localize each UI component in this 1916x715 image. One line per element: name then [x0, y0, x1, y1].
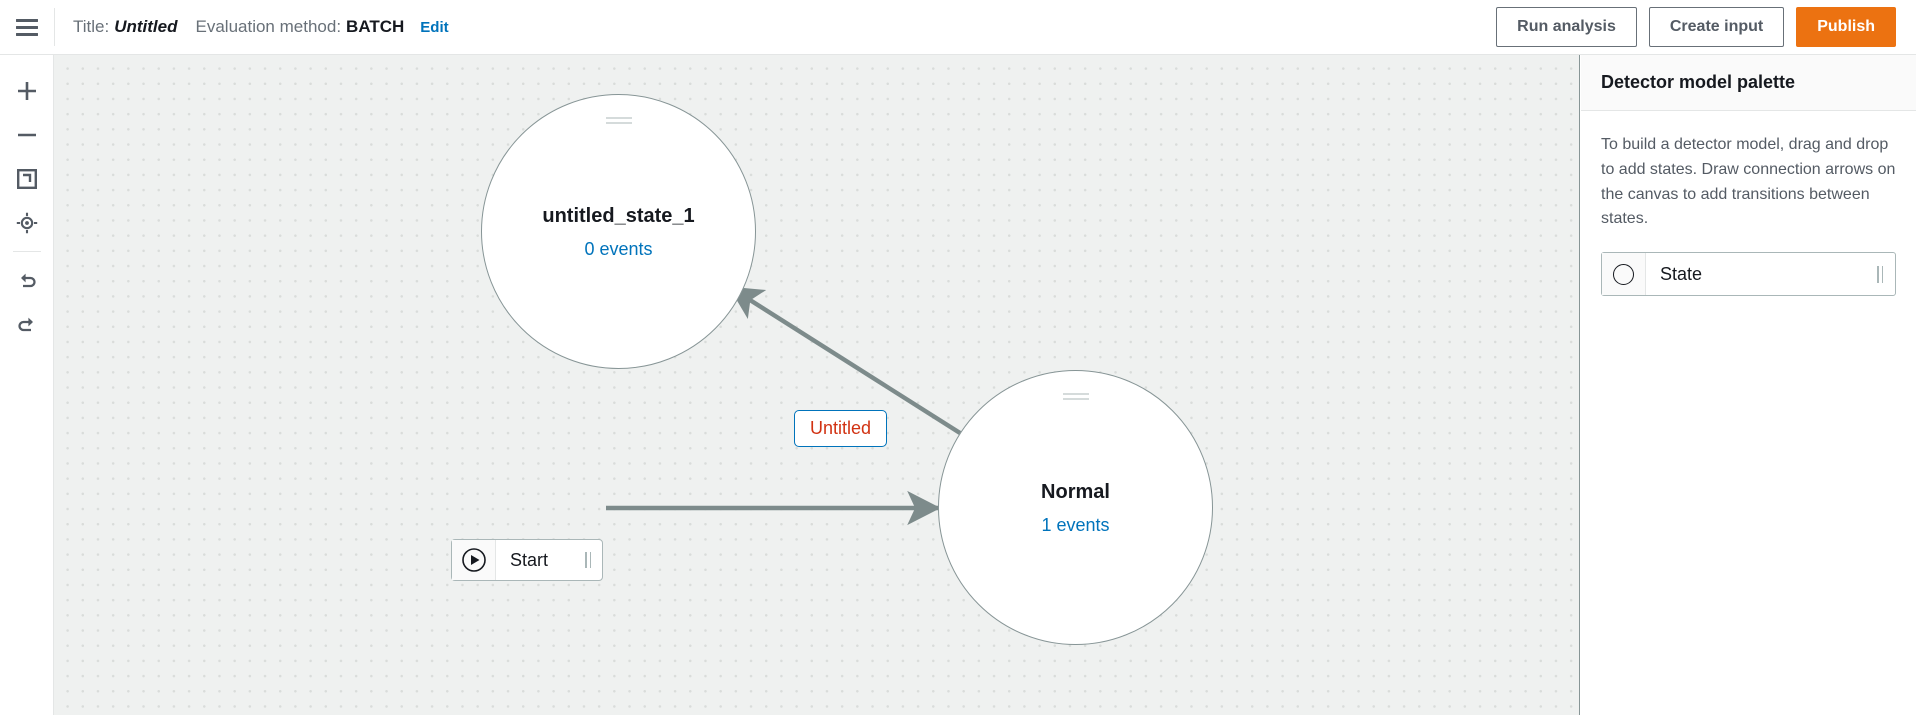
grip-line — [1062, 398, 1089, 400]
state-events-link[interactable]: 0 events — [584, 238, 653, 259]
palette-title: Detector model palette — [1601, 72, 1796, 92]
hamburger-icon[interactable] — [0, 0, 54, 54]
circle-icon — [1602, 253, 1646, 296]
title-label: Title: — [73, 17, 110, 36]
grip-line — [1877, 265, 1879, 283]
grip-line — [1062, 393, 1089, 395]
header-actions: Run analysis Create input Publish — [1496, 7, 1896, 47]
circle-shape — [1613, 263, 1634, 285]
state-node-untitled-state-1[interactable]: untitled_state_1 0 events — [481, 94, 756, 369]
palette-drag-handle[interactable] — [1865, 253, 1895, 295]
edit-link[interactable]: Edit — [420, 19, 449, 36]
hamburger-bar — [16, 18, 38, 22]
canvas-edges — [606, 286, 962, 526]
grip-line — [585, 552, 587, 568]
top-bar: Title: Untitled Evaluation method: BATCH… — [0, 0, 1916, 55]
start-drag-handle[interactable] — [574, 540, 602, 580]
zoom-out-icon[interactable] — [5, 113, 49, 157]
toolbar-divider — [12, 251, 41, 252]
state-drag-handle[interactable] — [1062, 393, 1089, 400]
play-circle-icon — [452, 540, 496, 580]
state-name: untitled_state_1 — [542, 204, 695, 227]
title-value: Untitled — [114, 17, 178, 36]
create-input-button[interactable]: Create input — [1648, 7, 1785, 47]
palette-header: Detector model palette — [1581, 55, 1916, 111]
grip-line — [589, 552, 591, 568]
header-divider — [54, 8, 55, 46]
start-node[interactable]: Start — [451, 539, 603, 581]
transition-label-untitled[interactable]: Untitled — [794, 410, 888, 447]
detector-model-palette-panel: Detector model palette To build a detect… — [1581, 55, 1916, 715]
palette-body: To build a detector model, drag and drop… — [1581, 111, 1916, 297]
palette-item-label: State — [1660, 263, 1703, 284]
state-name: Normal — [1041, 480, 1110, 503]
redo-icon[interactable] — [5, 302, 49, 346]
run-analysis-button[interactable]: Run analysis — [1496, 7, 1637, 47]
state-node-normal[interactable]: Normal 1 events — [938, 370, 1213, 645]
header-title-area: Title: Untitled Evaluation method: BATCH… — [73, 17, 449, 37]
grip-line — [605, 117, 632, 119]
grip-line — [605, 122, 632, 124]
canvas-toolbar — [0, 55, 54, 715]
transition-normal-to-untitled-state-1 — [728, 286, 962, 435]
fit-to-screen-icon[interactable] — [5, 157, 49, 201]
start-node-label: Start — [510, 549, 549, 570]
center-target-icon[interactable] — [5, 201, 49, 245]
hamburger-bar — [16, 32, 38, 36]
evaluation-method-label: Evaluation method: — [195, 17, 342, 36]
publish-button[interactable]: Publish — [1796, 7, 1896, 47]
evaluation-method-value: BATCH — [346, 17, 405, 36]
undo-icon[interactable] — [5, 258, 49, 302]
detector-model-canvas[interactable]: untitled_state_1 0 events Normal 1 event… — [54, 55, 1580, 715]
palette-item-state[interactable]: State — [1601, 252, 1896, 297]
zoom-in-icon[interactable] — [5, 69, 49, 113]
grip-line — [1881, 265, 1883, 283]
state-events-link[interactable]: 1 events — [1041, 514, 1110, 535]
state-drag-handle[interactable] — [605, 117, 632, 124]
palette-description: To build a detector model, drag and drop… — [1601, 136, 1896, 228]
hamburger-bar — [16, 25, 38, 29]
